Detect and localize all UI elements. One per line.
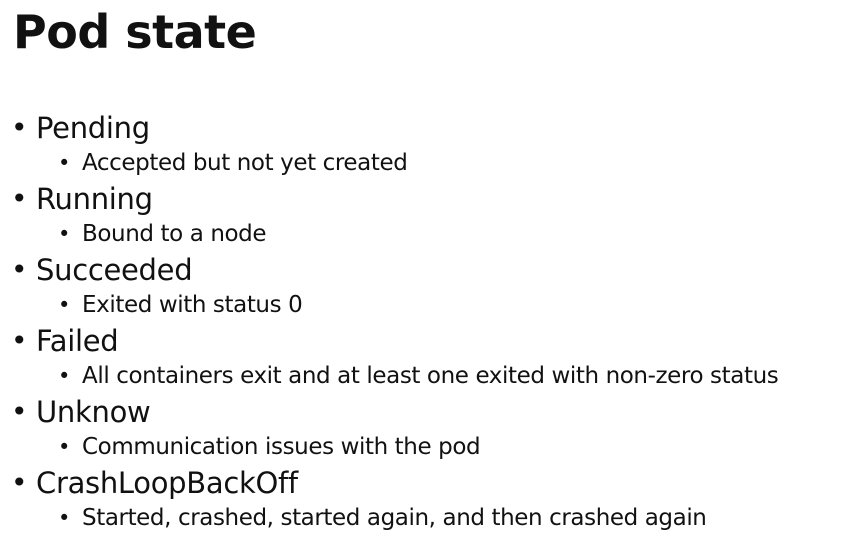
state-detail: Exited with status 0 [82, 292, 303, 318]
sub-bullet-icon: • [58, 506, 71, 530]
bullet-icon: • [11, 111, 28, 144]
bullet-icon: • [11, 253, 28, 286]
sub-bullet-icon: • [58, 222, 71, 246]
bullet-icon: • [11, 466, 28, 499]
sub-bullet-icon: • [58, 364, 71, 388]
state-name: Failed [36, 324, 119, 358]
state-name: CrashLoopBackOff [36, 466, 298, 500]
state-name: Succeeded [36, 253, 193, 287]
state-name: Running [36, 182, 153, 216]
state-detail: Communication issues with the pod [82, 434, 481, 460]
slide-title: Pod state [13, 5, 257, 59]
sub-bullet-icon: • [58, 435, 71, 459]
sub-bullet-icon: • [58, 293, 71, 317]
state-name: Pending [36, 111, 150, 145]
state-detail: Accepted but not yet created [82, 150, 408, 176]
state-name: Unknow [36, 395, 151, 429]
bullet-icon: • [11, 182, 28, 215]
state-detail: All containers exit and at least one exi… [82, 363, 779, 389]
bullet-icon: • [11, 395, 28, 428]
state-detail: Started, crashed, started again, and the… [82, 505, 707, 531]
sub-bullet-icon: • [58, 151, 71, 175]
state-detail: Bound to a node [82, 221, 267, 247]
bullet-icon: • [11, 324, 28, 357]
